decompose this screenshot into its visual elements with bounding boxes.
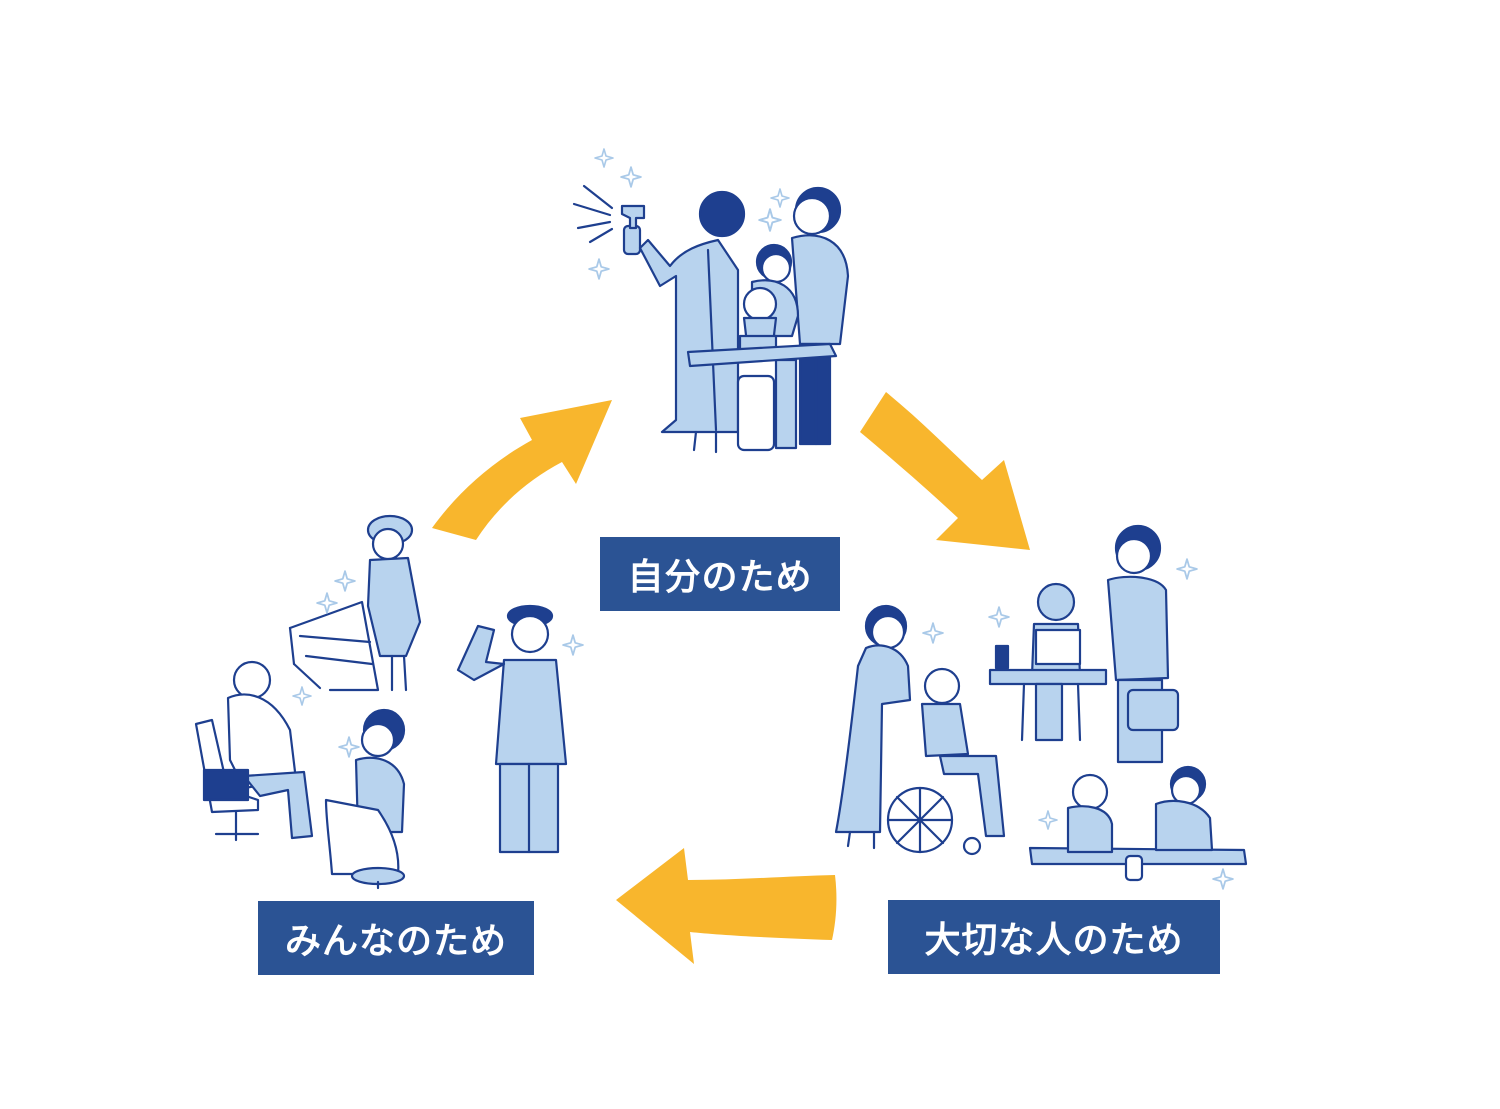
nurse-figure <box>324 708 406 890</box>
mother-figure <box>638 190 746 454</box>
label-self: 自分のため <box>600 537 840 611</box>
cycle-arrows <box>432 392 1030 964</box>
shopping-cart-icon <box>288 600 380 692</box>
arrow-everyone-to-self <box>432 400 612 540</box>
spray-lines <box>572 184 614 244</box>
briefcase-icon <box>1126 688 1180 732</box>
caregiver-figure <box>834 604 912 850</box>
businessman-figure <box>1106 524 1180 764</box>
arrow-self-to-loved-ones <box>860 392 1030 550</box>
label-loved-ones: 大切な人のため <box>888 900 1220 974</box>
store-staff-figure <box>366 514 422 692</box>
scene-everyone <box>194 514 584 890</box>
office-worker-figure <box>988 582 1108 742</box>
wheelchair-figure <box>886 667 1006 856</box>
children-cleaning-figure <box>1028 765 1248 882</box>
spray-bottle-small-icon <box>1124 854 1144 882</box>
sink-pedestal <box>736 374 776 452</box>
scene-self <box>572 148 850 454</box>
arrow-loved-ones-to-everyone <box>616 848 837 964</box>
father-figure <box>790 186 850 446</box>
doctor-figure <box>194 660 314 842</box>
sink-table <box>686 342 838 368</box>
officer-figure <box>456 604 568 854</box>
laptop-icon <box>1034 628 1082 666</box>
spray-bottle-icon <box>620 204 646 256</box>
label-everyone: みんなのため <box>258 901 534 975</box>
scene-loved-ones <box>834 524 1248 890</box>
